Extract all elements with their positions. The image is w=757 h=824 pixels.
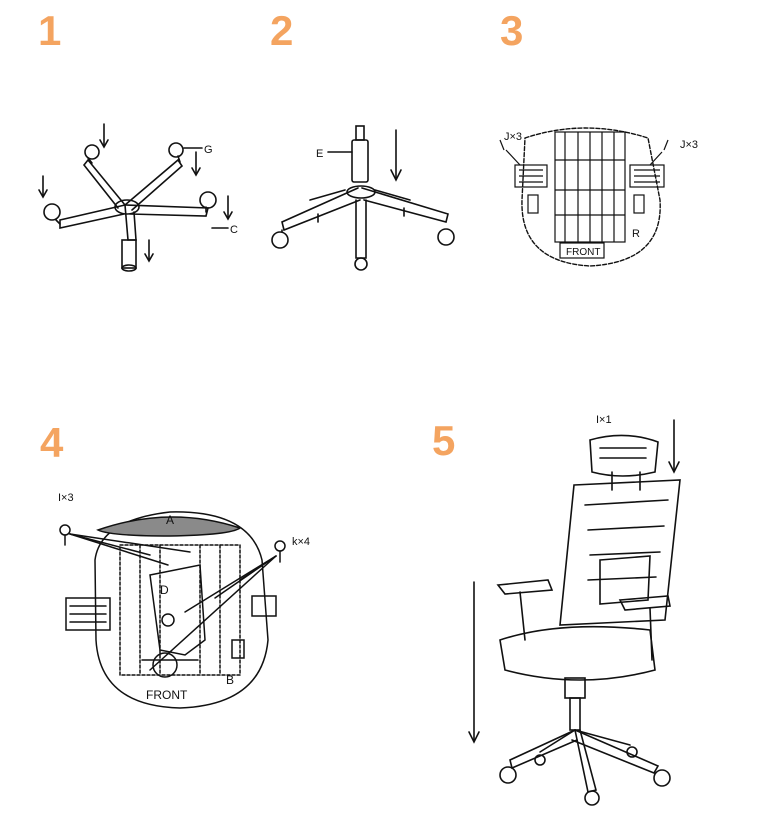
step-4-number: 4 (40, 419, 64, 466)
step-5-number: 5 (432, 417, 456, 464)
label-d: D (160, 583, 169, 597)
step-3-number: 3 (500, 7, 524, 54)
label-r: R (632, 228, 640, 240)
label-front: FRONT (566, 247, 600, 258)
step-1-number: 1 (38, 7, 62, 54)
label-a: A (166, 513, 174, 527)
label-i-qty: I×3 (58, 492, 74, 504)
label-e: E (316, 148, 323, 160)
label-k-qty: k×4 (292, 536, 310, 548)
label-front: FRONT (146, 688, 188, 702)
label-right-qty: J×3 (680, 139, 698, 151)
label-headrest-qty: I×1 (596, 414, 612, 426)
label-b: B (226, 673, 234, 687)
step-2-number: 2 (270, 7, 294, 54)
label-g: G (204, 144, 213, 156)
label-c: C (230, 224, 238, 236)
label-left-qty: J×3 (504, 131, 522, 143)
